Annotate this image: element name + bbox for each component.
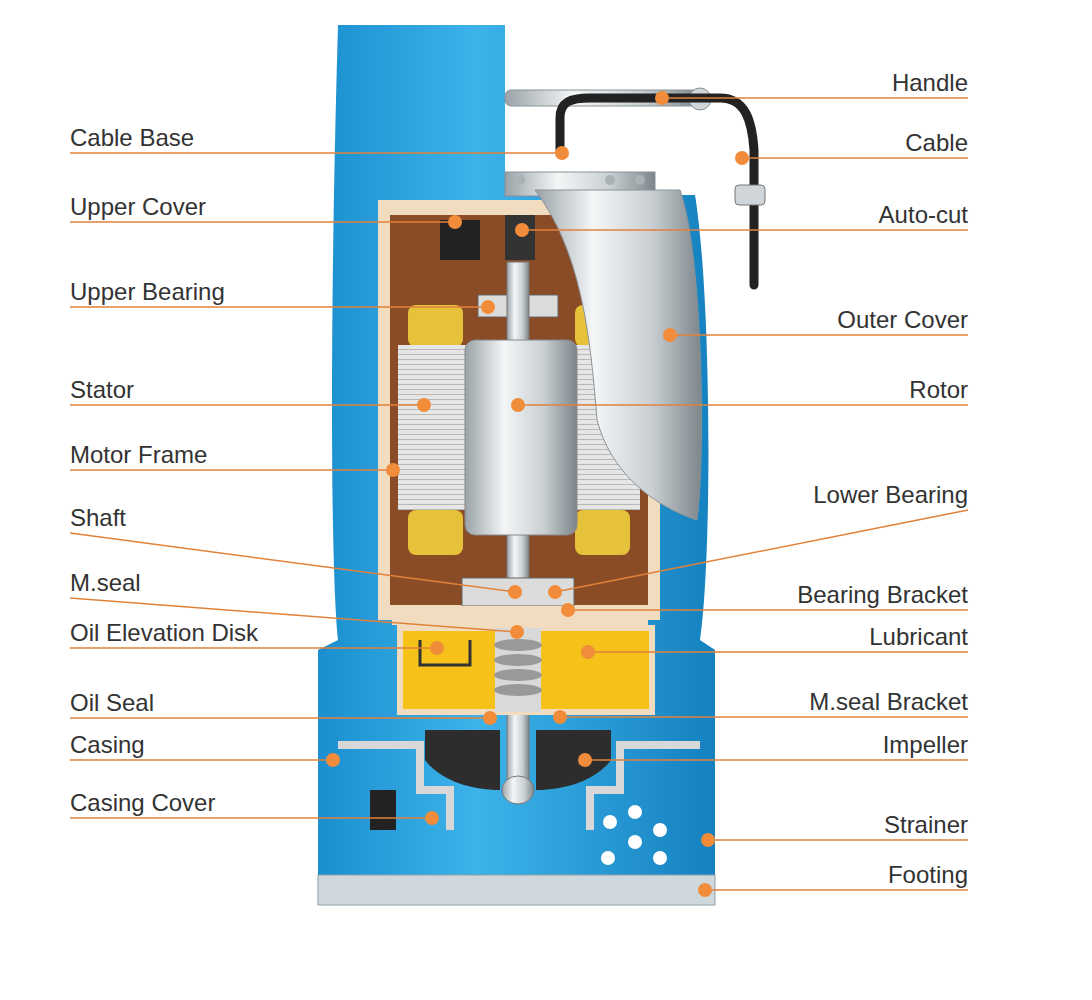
part-label: Footing xyxy=(888,861,968,889)
part-label: Cable Base xyxy=(70,124,194,152)
part-label: Cable xyxy=(905,129,968,157)
part-label: Oil Seal xyxy=(70,689,154,717)
part-label: Lower Bearing xyxy=(813,481,968,509)
part-label: Bearing Bracket xyxy=(797,581,968,609)
leader-lines xyxy=(70,98,968,890)
part-label: Motor Frame xyxy=(70,441,207,469)
leader-dots xyxy=(326,91,749,897)
part-label: Rotor xyxy=(909,376,968,404)
part-label: Upper Cover xyxy=(70,193,206,221)
part-label: Outer Cover xyxy=(837,306,968,334)
part-label: Casing xyxy=(70,731,145,759)
part-label: Stator xyxy=(70,376,134,404)
part-label: M.seal Bracket xyxy=(809,688,968,716)
part-label: Oil Elevation Disk xyxy=(70,619,258,647)
part-label: Upper Bearing xyxy=(70,278,225,306)
part-label: Lubricant xyxy=(869,623,968,651)
part-label: M.seal xyxy=(70,569,141,597)
part-label: Handle xyxy=(892,69,968,97)
part-label: Strainer xyxy=(884,811,968,839)
part-label: Auto-cut xyxy=(879,201,968,229)
part-label: Impeller xyxy=(883,731,968,759)
part-label: Shaft xyxy=(70,504,126,532)
part-label: Casing Cover xyxy=(70,789,215,817)
